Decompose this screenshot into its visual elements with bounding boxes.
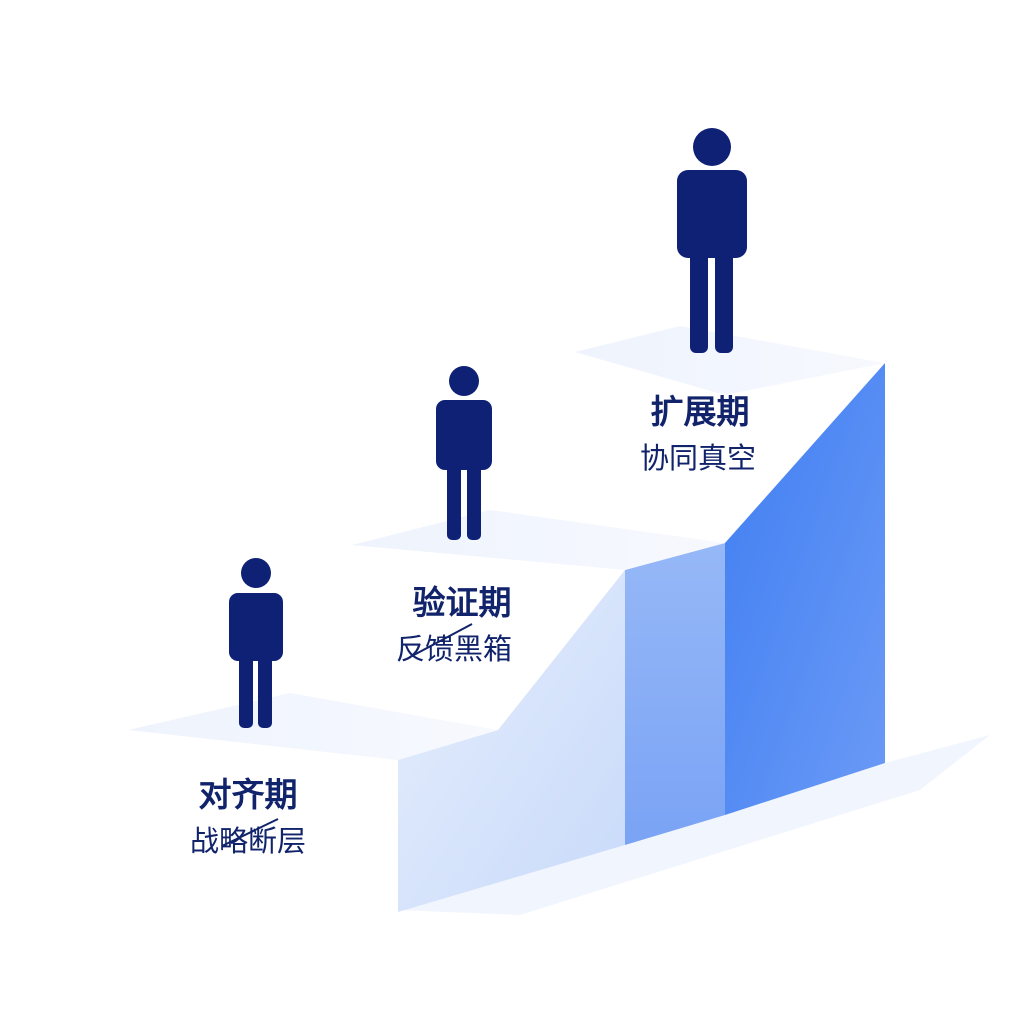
step-3-tread	[575, 326, 885, 395]
stage-2-name: 验证期	[413, 583, 512, 622]
floor-shadow	[398, 735, 990, 915]
step-3-riser	[725, 363, 885, 815]
stage-2-issue: 反馈黑箱	[396, 632, 512, 666]
stage-1-issue: 战略断层	[190, 824, 306, 858]
stage-3-issue: 协同真空	[640, 441, 756, 475]
step-1-tread	[128, 693, 498, 760]
person-icon-step-3	[677, 128, 747, 353]
step-2-riser	[625, 543, 725, 845]
person-icon-step-1	[229, 558, 283, 728]
stage-1-name: 对齐期	[199, 775, 298, 814]
person-icon-step-2	[436, 366, 492, 540]
step-2-tread	[352, 510, 725, 570]
stage-2-strike	[411, 623, 473, 657]
step-1-riser	[398, 570, 625, 912]
stage-1-strike	[221, 818, 279, 847]
stage-3-name: 扩展期	[651, 392, 750, 431]
